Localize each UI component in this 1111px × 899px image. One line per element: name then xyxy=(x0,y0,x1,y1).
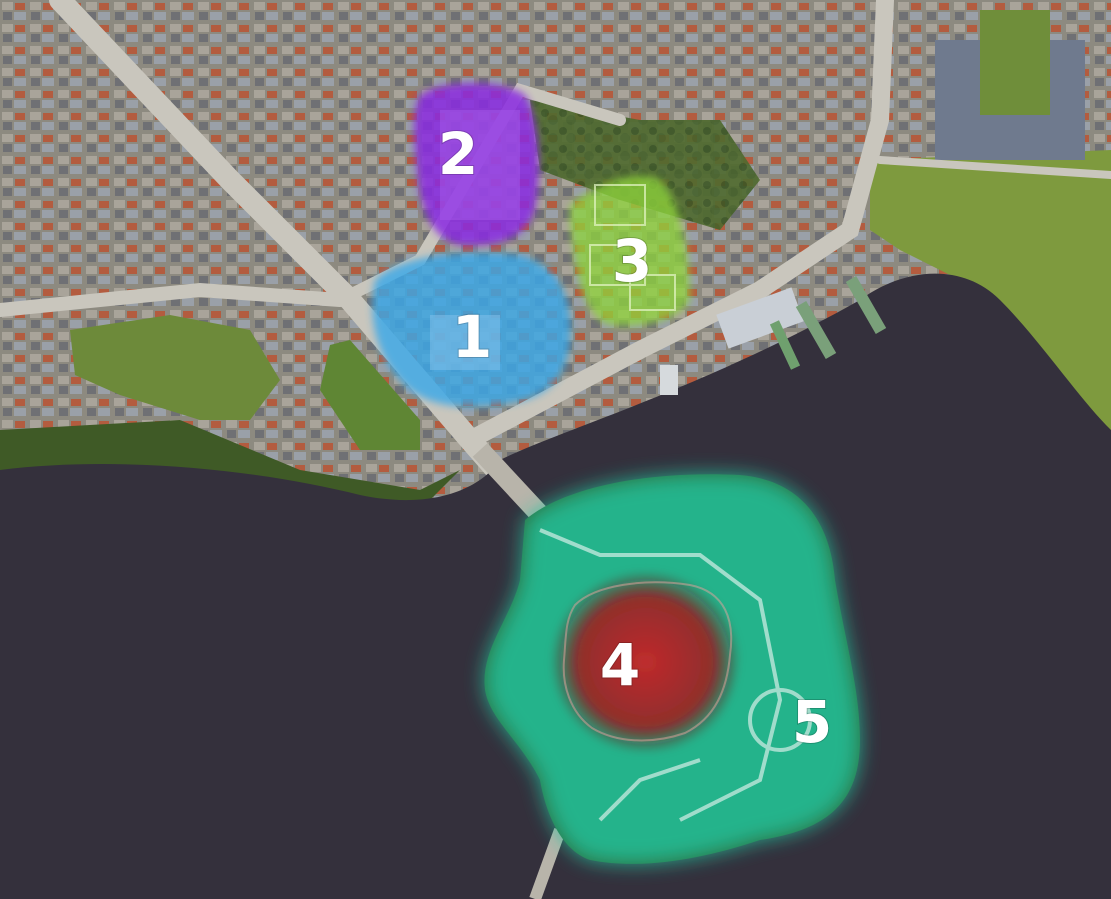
zone-label-5: 5 xyxy=(792,688,832,756)
bridge xyxy=(472,443,553,527)
zone-label-3: 3 xyxy=(612,227,652,295)
tennis-courts xyxy=(589,184,676,311)
trees-shore xyxy=(0,420,460,510)
lawn-east xyxy=(980,10,1050,115)
zone-2-building xyxy=(440,110,520,220)
harbour xyxy=(660,276,887,395)
island-paths xyxy=(539,528,812,822)
park-west xyxy=(70,315,280,420)
zone-label-2: 2 xyxy=(438,120,478,188)
castle-outline xyxy=(562,581,733,742)
zone-3-area xyxy=(569,176,690,327)
zone-4-area xyxy=(549,569,741,755)
zone-label-1: 1 xyxy=(452,303,492,371)
trees-north xyxy=(530,100,760,230)
zone-1-building xyxy=(430,315,500,370)
park-triangle xyxy=(320,340,420,450)
bridge-south xyxy=(529,827,566,899)
zone-label-4: 4 xyxy=(600,631,640,699)
